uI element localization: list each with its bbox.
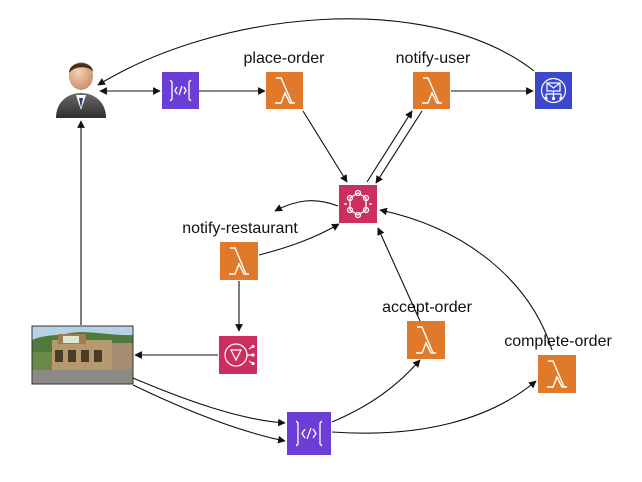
lambda-place-order-node [266, 72, 303, 109]
eventbridge-icon [339, 185, 377, 223]
lambda-notify-restaurant-node [220, 242, 258, 280]
arrow-sns-to-user [97, 18, 535, 86]
label-complete-order: complete-order [504, 333, 612, 350]
label-notify-restaurant: notify-restaurant [182, 220, 298, 237]
lambda-icon [220, 242, 258, 280]
user-avatar-icon [56, 62, 106, 118]
label-notify-user: notify-user [396, 50, 471, 67]
api-gateway-top-icon [162, 72, 199, 109]
lambda-notify-user-node [413, 72, 450, 109]
arrow-complete-order-to-eventbridge [379, 207, 553, 351]
arrow-accept-order-to-eventbridge [377, 227, 421, 322]
lambda-accept-order-node [407, 321, 445, 359]
lambda-icon [407, 321, 445, 359]
arrow-notify-restaurant-to-eventbridge [258, 223, 340, 256]
label-place-order: place-order [244, 50, 326, 67]
lambda-complete-order-node [538, 355, 576, 393]
lambda-icon [413, 72, 450, 109]
arrow-eventbridge-to-notify-user [366, 110, 413, 183]
arrow-api-gateway-to-complete-order [331, 380, 537, 434]
connectors [77, 18, 553, 444]
sns-icon [535, 72, 572, 109]
api-gateway-bottom-icon [287, 412, 331, 455]
label-accept-order: accept-order [382, 299, 472, 316]
step-functions-icon [219, 336, 257, 374]
lambda-icon [538, 355, 576, 393]
arrow-place-order-to-eventbridge [302, 110, 348, 183]
arrow-eventbridge-to-left [274, 200, 339, 212]
arrow-api-gateway-to-accept-order [331, 359, 421, 423]
lambda-icon [266, 72, 303, 109]
arrow-notify-user-to-eventbridge [375, 110, 423, 184]
arrow-restaurant-to-api-gateway-bottom-2 [132, 384, 286, 444]
arrow-restaurant-to-api-gateway-bottom-1 [132, 377, 286, 427]
restaurant-photo [31, 325, 134, 385]
